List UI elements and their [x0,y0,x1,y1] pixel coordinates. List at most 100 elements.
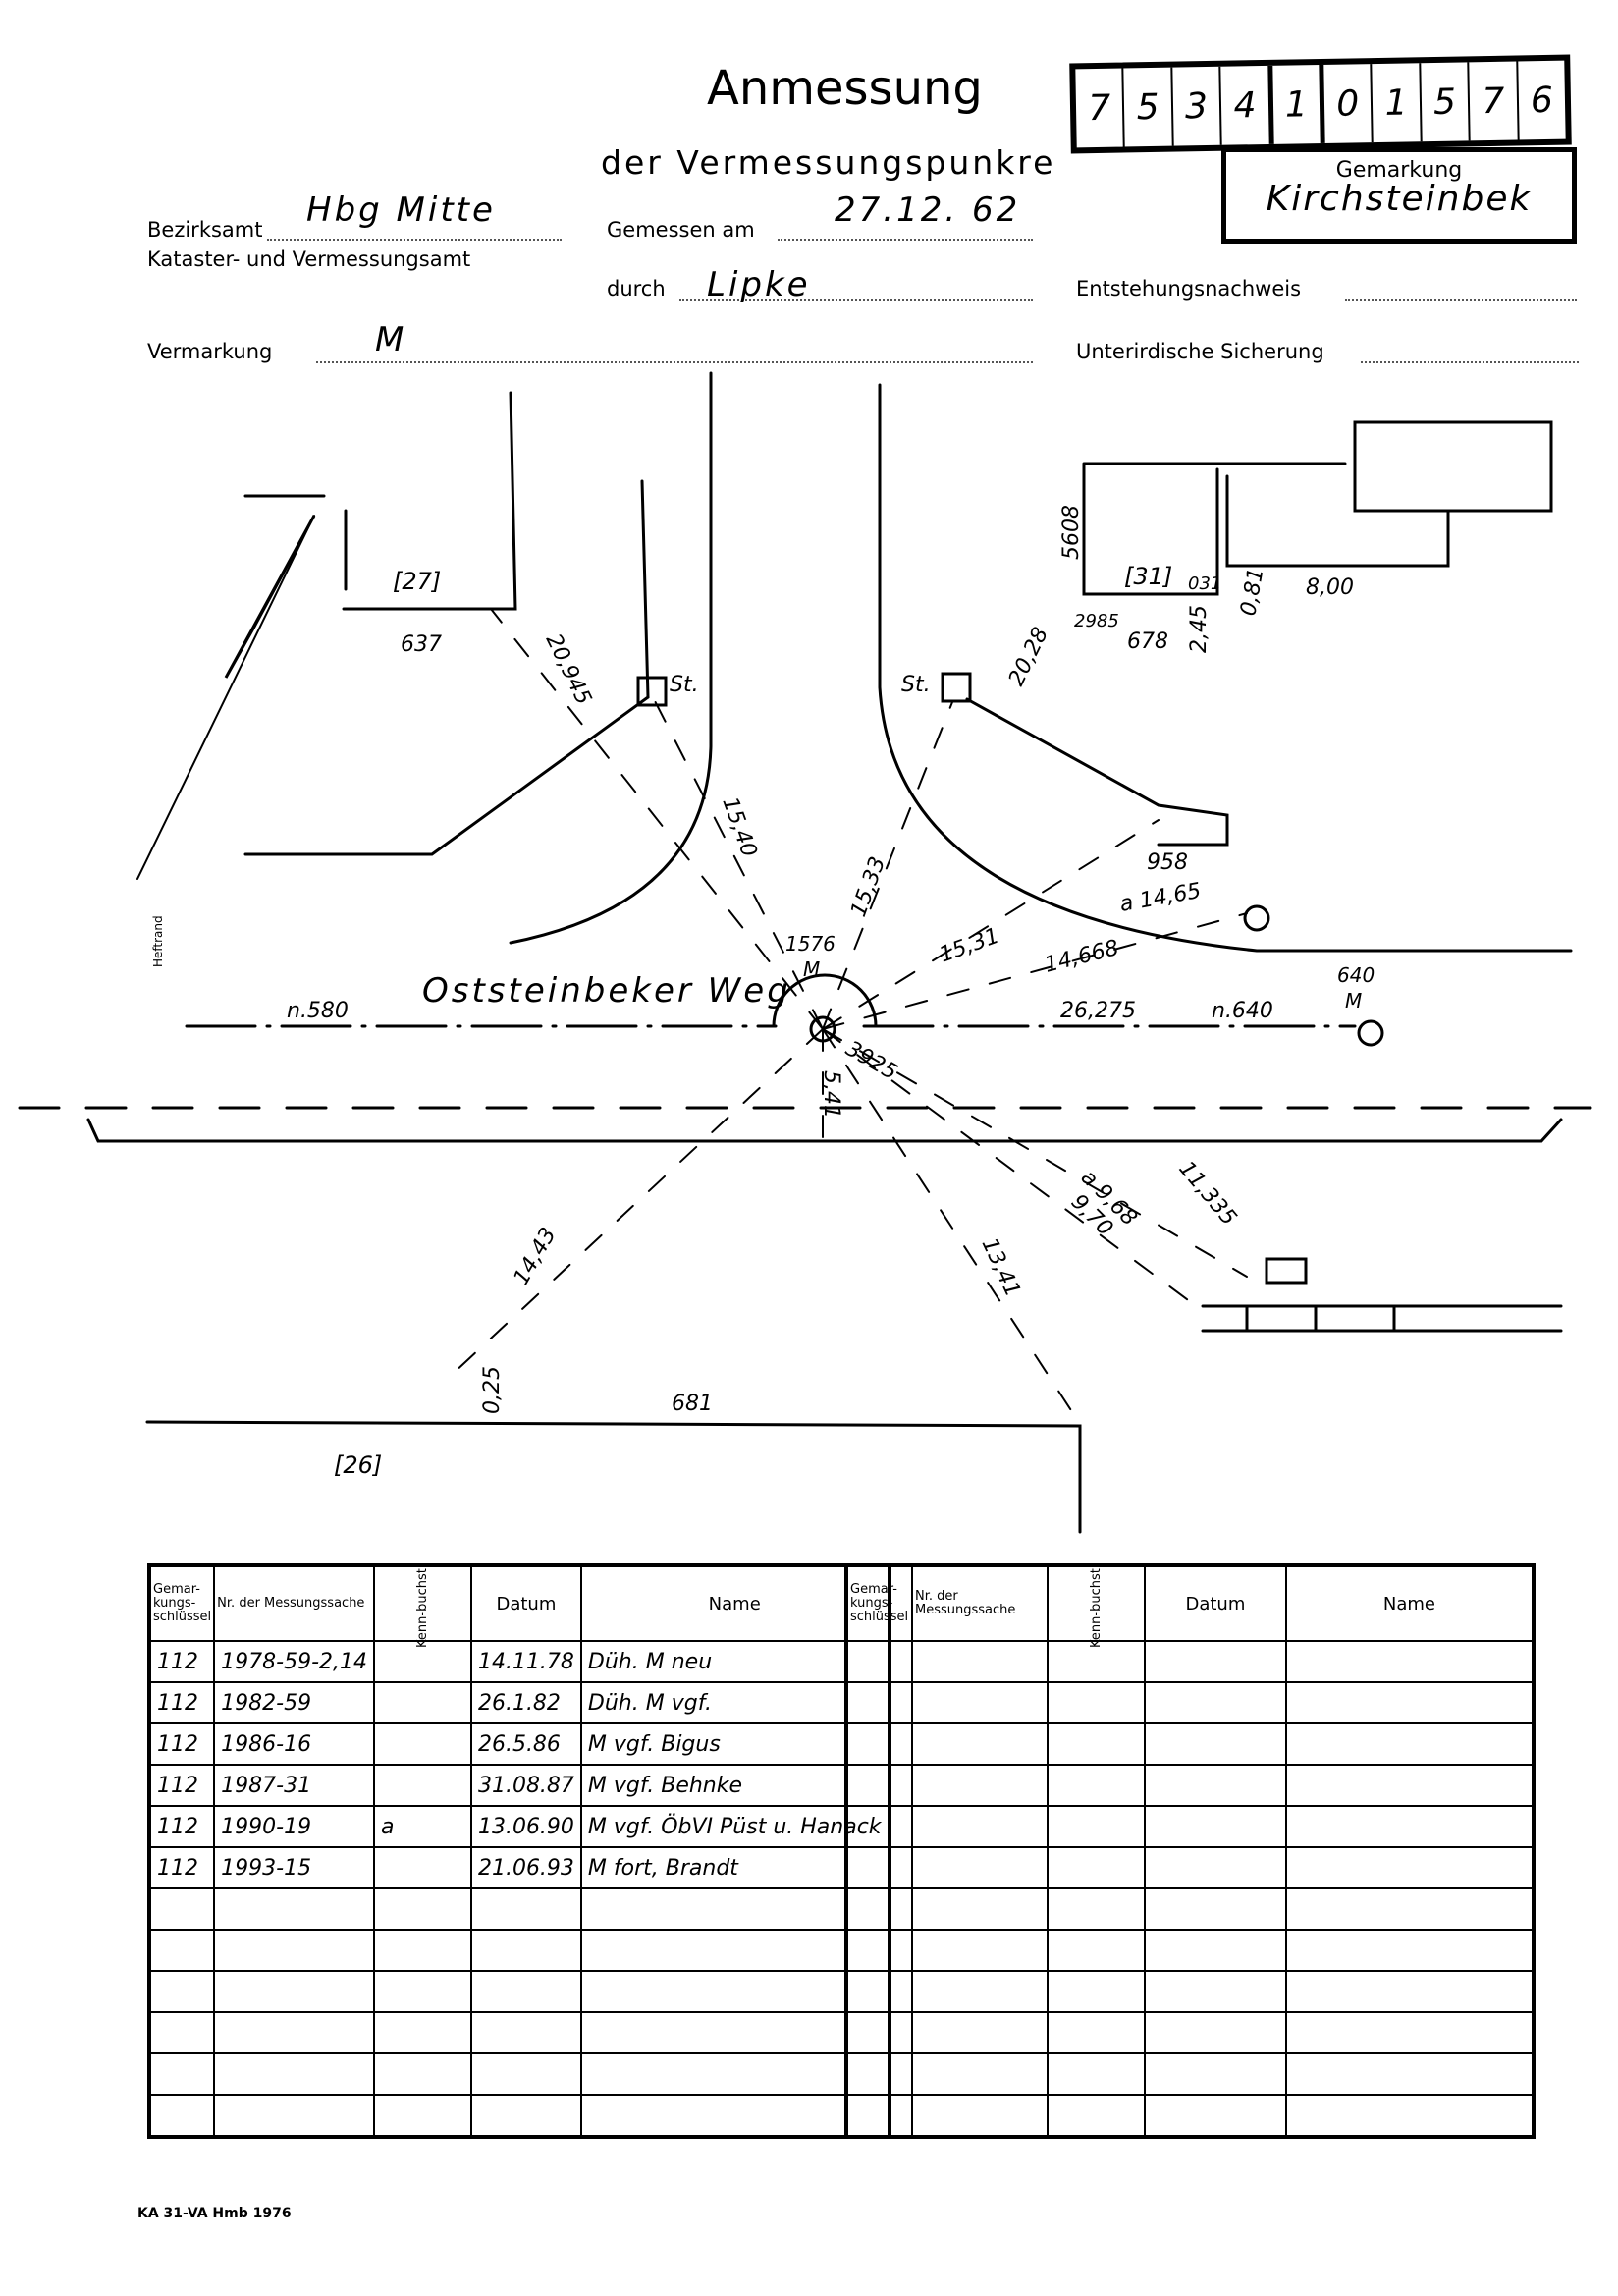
register-cell[interactable] [147,1887,216,1931]
register-cell[interactable] [373,1764,472,1807]
register-cell[interactable] [1047,1722,1146,1766]
vermarkung-value[interactable]: M [375,320,407,359]
register-cell[interactable] [469,2011,582,2054]
register-cell[interactable]: 1986-16 [213,1722,376,1766]
register-cell[interactable]: 21.06.93 [469,1846,582,1889]
register-cell[interactable] [1143,1805,1287,1848]
register-cell[interactable]: 31.08.87 [469,1764,582,1807]
register-cell[interactable] [579,2094,890,2138]
register-cell[interactable]: 112 [147,1640,216,1683]
register-cell[interactable] [579,1887,890,1931]
register-cell[interactable] [579,2052,890,2096]
register-cell[interactable] [911,2011,1049,2054]
register-cell[interactable] [911,1970,1049,2013]
register-cell[interactable] [911,1929,1049,1972]
register-cell[interactable] [1047,1805,1146,1848]
register-cell[interactable] [1143,1929,1287,1972]
register-cell[interactable]: M vgf. Bigus [579,1722,890,1766]
gemessen-value[interactable]: 27.12. 62 [835,191,1021,230]
register-cell[interactable] [373,1722,472,1766]
register-cell[interactable] [1284,1681,1536,1724]
register-cell[interactable] [1047,2011,1146,2054]
register-cell[interactable] [579,2011,890,2054]
register-cell[interactable] [845,1970,913,2013]
register-cell[interactable]: 1990-19 [213,1805,376,1848]
durch-value[interactable]: Lipke [707,265,811,304]
register-cell[interactable] [373,2011,472,2054]
register-cell[interactable]: a [373,1805,472,1848]
register-cell[interactable] [213,1887,376,1931]
register-cell[interactable] [1047,1681,1146,1724]
sicherung-line[interactable] [1361,361,1579,363]
register-cell[interactable] [147,1970,216,2013]
register-cell[interactable] [845,1887,913,1931]
register-cell[interactable] [1284,2052,1536,2096]
register-cell[interactable] [213,1970,376,2013]
register-cell[interactable] [1143,1640,1287,1683]
register-cell[interactable]: M vgf. ÖbVI Püst u. Hanack [579,1805,890,1848]
register-cell[interactable] [911,1640,1049,1683]
register-cell[interactable] [845,2052,913,2096]
register-cell[interactable]: 1993-15 [213,1846,376,1889]
register-cell[interactable] [1284,1722,1536,1766]
register-cell[interactable] [845,1846,913,1889]
register-cell[interactable] [911,1764,1049,1807]
register-cell[interactable] [469,1970,582,2013]
register-cell[interactable] [373,1640,472,1683]
register-cell[interactable]: 112 [147,1764,216,1807]
register-cell[interactable]: 1987-31 [213,1764,376,1807]
register-cell[interactable]: 112 [147,1681,216,1724]
register-cell[interactable] [373,2052,472,2096]
register-cell[interactable] [1143,2094,1287,2138]
register-cell[interactable] [845,1805,913,1848]
register-cell[interactable] [469,1929,582,1972]
register-cell[interactable] [1047,1970,1146,2013]
register-cell[interactable] [1284,2094,1536,2138]
register-cell[interactable] [1047,1764,1146,1807]
register-cell[interactable] [911,1722,1049,1766]
register-cell[interactable] [373,1929,472,1972]
register-cell[interactable] [1047,1640,1146,1683]
register-cell[interactable] [1047,1929,1146,1972]
register-cell[interactable] [1284,2011,1536,2054]
register-cell[interactable] [845,1640,913,1683]
register-cell[interactable] [845,1929,913,1972]
register-cell[interactable] [469,2094,582,2138]
register-cell[interactable]: 1978-59-2,14 [213,1640,376,1683]
register-cell[interactable] [147,2011,216,2054]
register-cell[interactable]: 14.11.78 [469,1640,582,1683]
register-cell[interactable] [1047,2052,1146,2096]
register-cell[interactable]: Düh. M neu [579,1640,890,1683]
register-cell[interactable] [911,1805,1049,1848]
register-cell[interactable]: Düh. M vgf. [579,1681,890,1724]
register-cell[interactable]: M fort, Brandt [579,1846,890,1889]
register-cell[interactable] [1284,1764,1536,1807]
register-cell[interactable] [1143,2011,1287,2054]
bezirksamt-value[interactable]: Hbg Mitte [306,191,496,230]
register-cell[interactable] [1047,1887,1146,1931]
register-cell[interactable] [213,2094,376,2138]
register-cell[interactable] [1284,1805,1536,1848]
register-cell[interactable]: M vgf. Behnke [579,1764,890,1807]
register-cell[interactable] [845,2094,913,2138]
register-cell[interactable] [213,1929,376,1972]
register-cell[interactable] [845,1722,913,1766]
register-cell[interactable] [1143,1764,1287,1807]
register-cell[interactable] [1284,1640,1536,1683]
register-cell[interactable] [1143,1887,1287,1931]
register-cell[interactable] [373,2094,472,2138]
register-cell[interactable] [911,2094,1049,2138]
register-cell[interactable] [147,2052,216,2096]
register-cell[interactable]: 112 [147,1722,216,1766]
register-cell[interactable] [1047,2094,1146,2138]
register-cell[interactable] [911,1887,1049,1931]
register-cell[interactable]: 26.1.82 [469,1681,582,1724]
register-cell[interactable] [1143,1970,1287,2013]
register-cell[interactable] [373,1887,472,1931]
register-cell[interactable] [469,2052,582,2096]
register-cell[interactable]: 26.5.86 [469,1722,582,1766]
register-cell[interactable] [1047,1846,1146,1889]
register-cell[interactable] [911,2052,1049,2096]
register-cell[interactable] [579,1929,890,1972]
register-cell[interactable] [1284,1846,1536,1889]
